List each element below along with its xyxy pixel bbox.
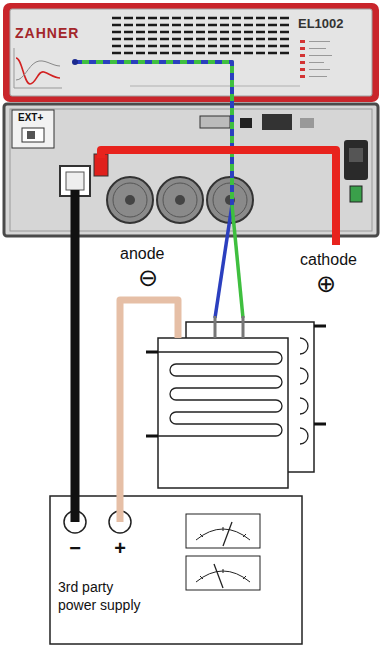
cooling-fans: [125, 195, 135, 205]
electrolysis-cell: [158, 338, 288, 488]
cooling-fans: [107, 177, 153, 223]
switch-label: EXT+: [18, 112, 43, 124]
rear-connectors: [262, 114, 292, 130]
analog-meters: [214, 564, 223, 588]
electrolysis-cell: [146, 316, 326, 488]
brand-logo: ZAHNER: [15, 25, 79, 42]
terminal-sign: −: [65, 536, 85, 560]
sense-wires: [232, 205, 243, 318]
status-leds: [300, 61, 305, 64]
output-terminals: [60, 154, 108, 196]
output-terminals: [66, 172, 84, 190]
anode-cable: [120, 300, 178, 522]
analog-meters: [223, 522, 232, 546]
sense-wires: [72, 59, 243, 318]
ext-switch: [22, 128, 44, 142]
sense-wires: [75, 62, 232, 205]
rear-connectors: [300, 118, 314, 128]
negative-cable: [71, 190, 80, 522]
rear-connectors: [200, 114, 368, 202]
switch-label: EXT+: [18, 112, 43, 124]
rear-panel: [4, 104, 378, 236]
polarity-symbol: ⊖: [136, 266, 160, 290]
cathode-cable: [101, 150, 336, 245]
rear-connectors: [200, 116, 230, 128]
status-leds: [300, 54, 305, 57]
impedance-plot: [14, 48, 62, 88]
electrolysis-cell: [300, 338, 308, 444]
cooling-fans: [175, 195, 185, 205]
model-name: EL1002: [298, 16, 344, 32]
vent-grille: [112, 31, 290, 34]
analog-meters: [200, 527, 246, 537]
polarity-symbol: ⊕: [314, 272, 338, 296]
sense-wires: [215, 205, 232, 318]
cooling-fans: [113, 183, 147, 217]
sense-wires: [72, 59, 78, 65]
status-leds: [300, 47, 305, 50]
rear-panel: [4, 104, 378, 236]
vent-grille: [112, 38, 290, 41]
device-front-panel: ZAHNER EL1002: [5, 5, 377, 100]
impedance-plot: [14, 48, 62, 88]
analog-meters: [186, 514, 260, 590]
rear-panel: [10, 109, 372, 231]
device-rear-panel: EXT+: [5, 104, 377, 236]
polarity-symbol: ⊖: [136, 266, 160, 290]
analog-meters: [200, 569, 246, 579]
power-supply-housing: [50, 496, 302, 644]
status-leds: [300, 40, 305, 43]
model-name: EL1002: [298, 16, 344, 32]
electrolysis-cell: [158, 352, 282, 436]
cooling-fans: [163, 183, 197, 217]
electrode-label: anode: [120, 244, 165, 263]
sense-wires: [75, 62, 232, 205]
electrolysis-cell: [215, 316, 243, 338]
terminal-sign: +: [110, 536, 130, 560]
vent-grille: [112, 45, 290, 48]
power-cable: [71, 236, 80, 496]
power-supply-housing: [50, 496, 302, 644]
terminal-sign: +: [110, 536, 130, 560]
ext-switch: [12, 110, 54, 148]
vent-grille: [112, 17, 290, 20]
rear-connectors: [344, 140, 368, 180]
front-panel: [10, 9, 372, 96]
brand-logo: ZAHNER: [15, 25, 79, 42]
impedance-plot: [16, 61, 60, 80]
analog-meters: [186, 556, 260, 590]
electrode-label: cathode: [300, 250, 357, 269]
device-caption: 3rd party power supply: [58, 578, 150, 614]
status-leds: [309, 42, 332, 77]
vent-grille: [112, 52, 290, 55]
rear-connectors: [350, 186, 362, 202]
vent-grille: [112, 24, 290, 27]
electrode-label: cathode: [300, 250, 357, 269]
status-leds: [300, 75, 305, 78]
status-leds: [300, 68, 305, 71]
ext-switch: [27, 131, 35, 139]
impedance-plot: [16, 58, 60, 84]
status-leds: [130, 86, 300, 87]
vent-grille: [112, 18, 290, 53]
power-supply-box: − +3rd party power supply: [50, 496, 302, 644]
electrode-label: anode: [120, 244, 165, 263]
terminal-sign: −: [65, 536, 85, 560]
cooling-fans: [157, 177, 203, 223]
rear-connectors: [349, 148, 363, 162]
ext-switch: [12, 110, 54, 148]
front-panel: [3, 3, 379, 102]
front-panel: [3, 3, 379, 102]
polarity-symbol: ⊕: [314, 272, 338, 296]
device-caption: 3rd party power supply: [58, 578, 150, 614]
analog-meters: [186, 514, 260, 548]
rear-connectors: [240, 118, 252, 128]
electrolysis-cell: [146, 326, 326, 436]
